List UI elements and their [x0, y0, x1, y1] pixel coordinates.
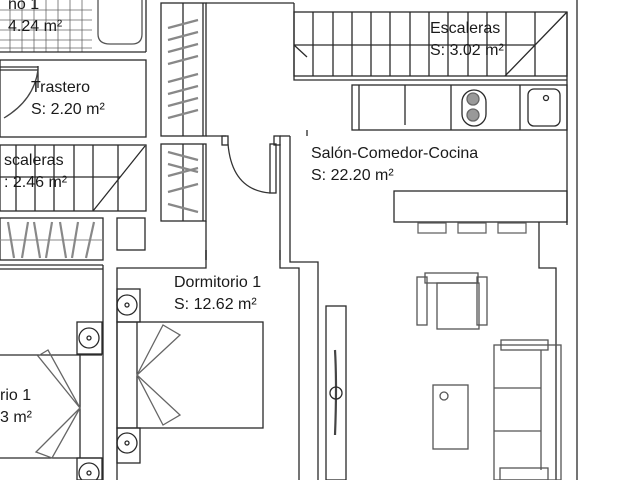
room-area: : 2.46 m²	[4, 174, 68, 191]
bar-counter-icon	[393, 190, 568, 223]
room-label-dormitorio-left: rio 1 3 m²	[0, 385, 32, 429]
room-area: 4.24 m²	[8, 18, 63, 35]
room-area: S: 12.62 m²	[174, 296, 257, 313]
sofa-icon	[493, 339, 562, 480]
room-name: Escaleras	[430, 20, 501, 37]
entry-door-swing-icon	[227, 143, 271, 194]
room-name: Trastero	[31, 79, 90, 96]
bathtub-icon	[97, 0, 143, 45]
tv-unit-icon	[325, 305, 347, 480]
room-label-salon-comedor-cocina: Salón-Comedor-Cocina S: 22.20 m²	[311, 143, 478, 187]
room-name: rio 1	[0, 387, 32, 404]
room-area: 3 m²	[0, 409, 32, 426]
wardrobe-hangers-icon	[0, 221, 103, 259]
room-area: S: 3.02 m²	[430, 42, 504, 59]
coffee-table-icon	[432, 384, 469, 450]
sink-icon	[527, 88, 561, 127]
armchair-icon	[416, 272, 488, 330]
room-area: S: 22.20 m²	[311, 167, 394, 184]
double-bed-icon	[116, 321, 264, 429]
room-name: Dormitorio 1	[174, 274, 262, 291]
door-swing-icon	[3, 69, 39, 119]
closet-hangers-icon	[167, 18, 199, 214]
room-label-trastero: Trastero S: 2.20 m²	[31, 77, 105, 121]
room-label-escaleras-top: Escaleras S: 3.02 m²	[430, 18, 504, 62]
room-name: scaleras	[4, 152, 64, 169]
cooktop-icon	[461, 89, 487, 127]
nightstand-icon	[76, 321, 103, 355]
bathroom-tile-grid	[0, 0, 92, 52]
room-label-escaleras-left: scaleras : 2.46 m²	[4, 150, 67, 194]
room-area: S: 2.20 m²	[31, 101, 105, 118]
kitchen-counter-icon	[351, 84, 568, 131]
room-name: Salón-Comedor-Cocina	[311, 145, 479, 162]
room-label-bano-1: ño 1 4.24 m²	[8, 0, 62, 38]
room-name: ño 1	[8, 0, 40, 13]
room-label-dormitorio-1: Dormitorio 1 S: 12.62 m²	[174, 272, 261, 316]
